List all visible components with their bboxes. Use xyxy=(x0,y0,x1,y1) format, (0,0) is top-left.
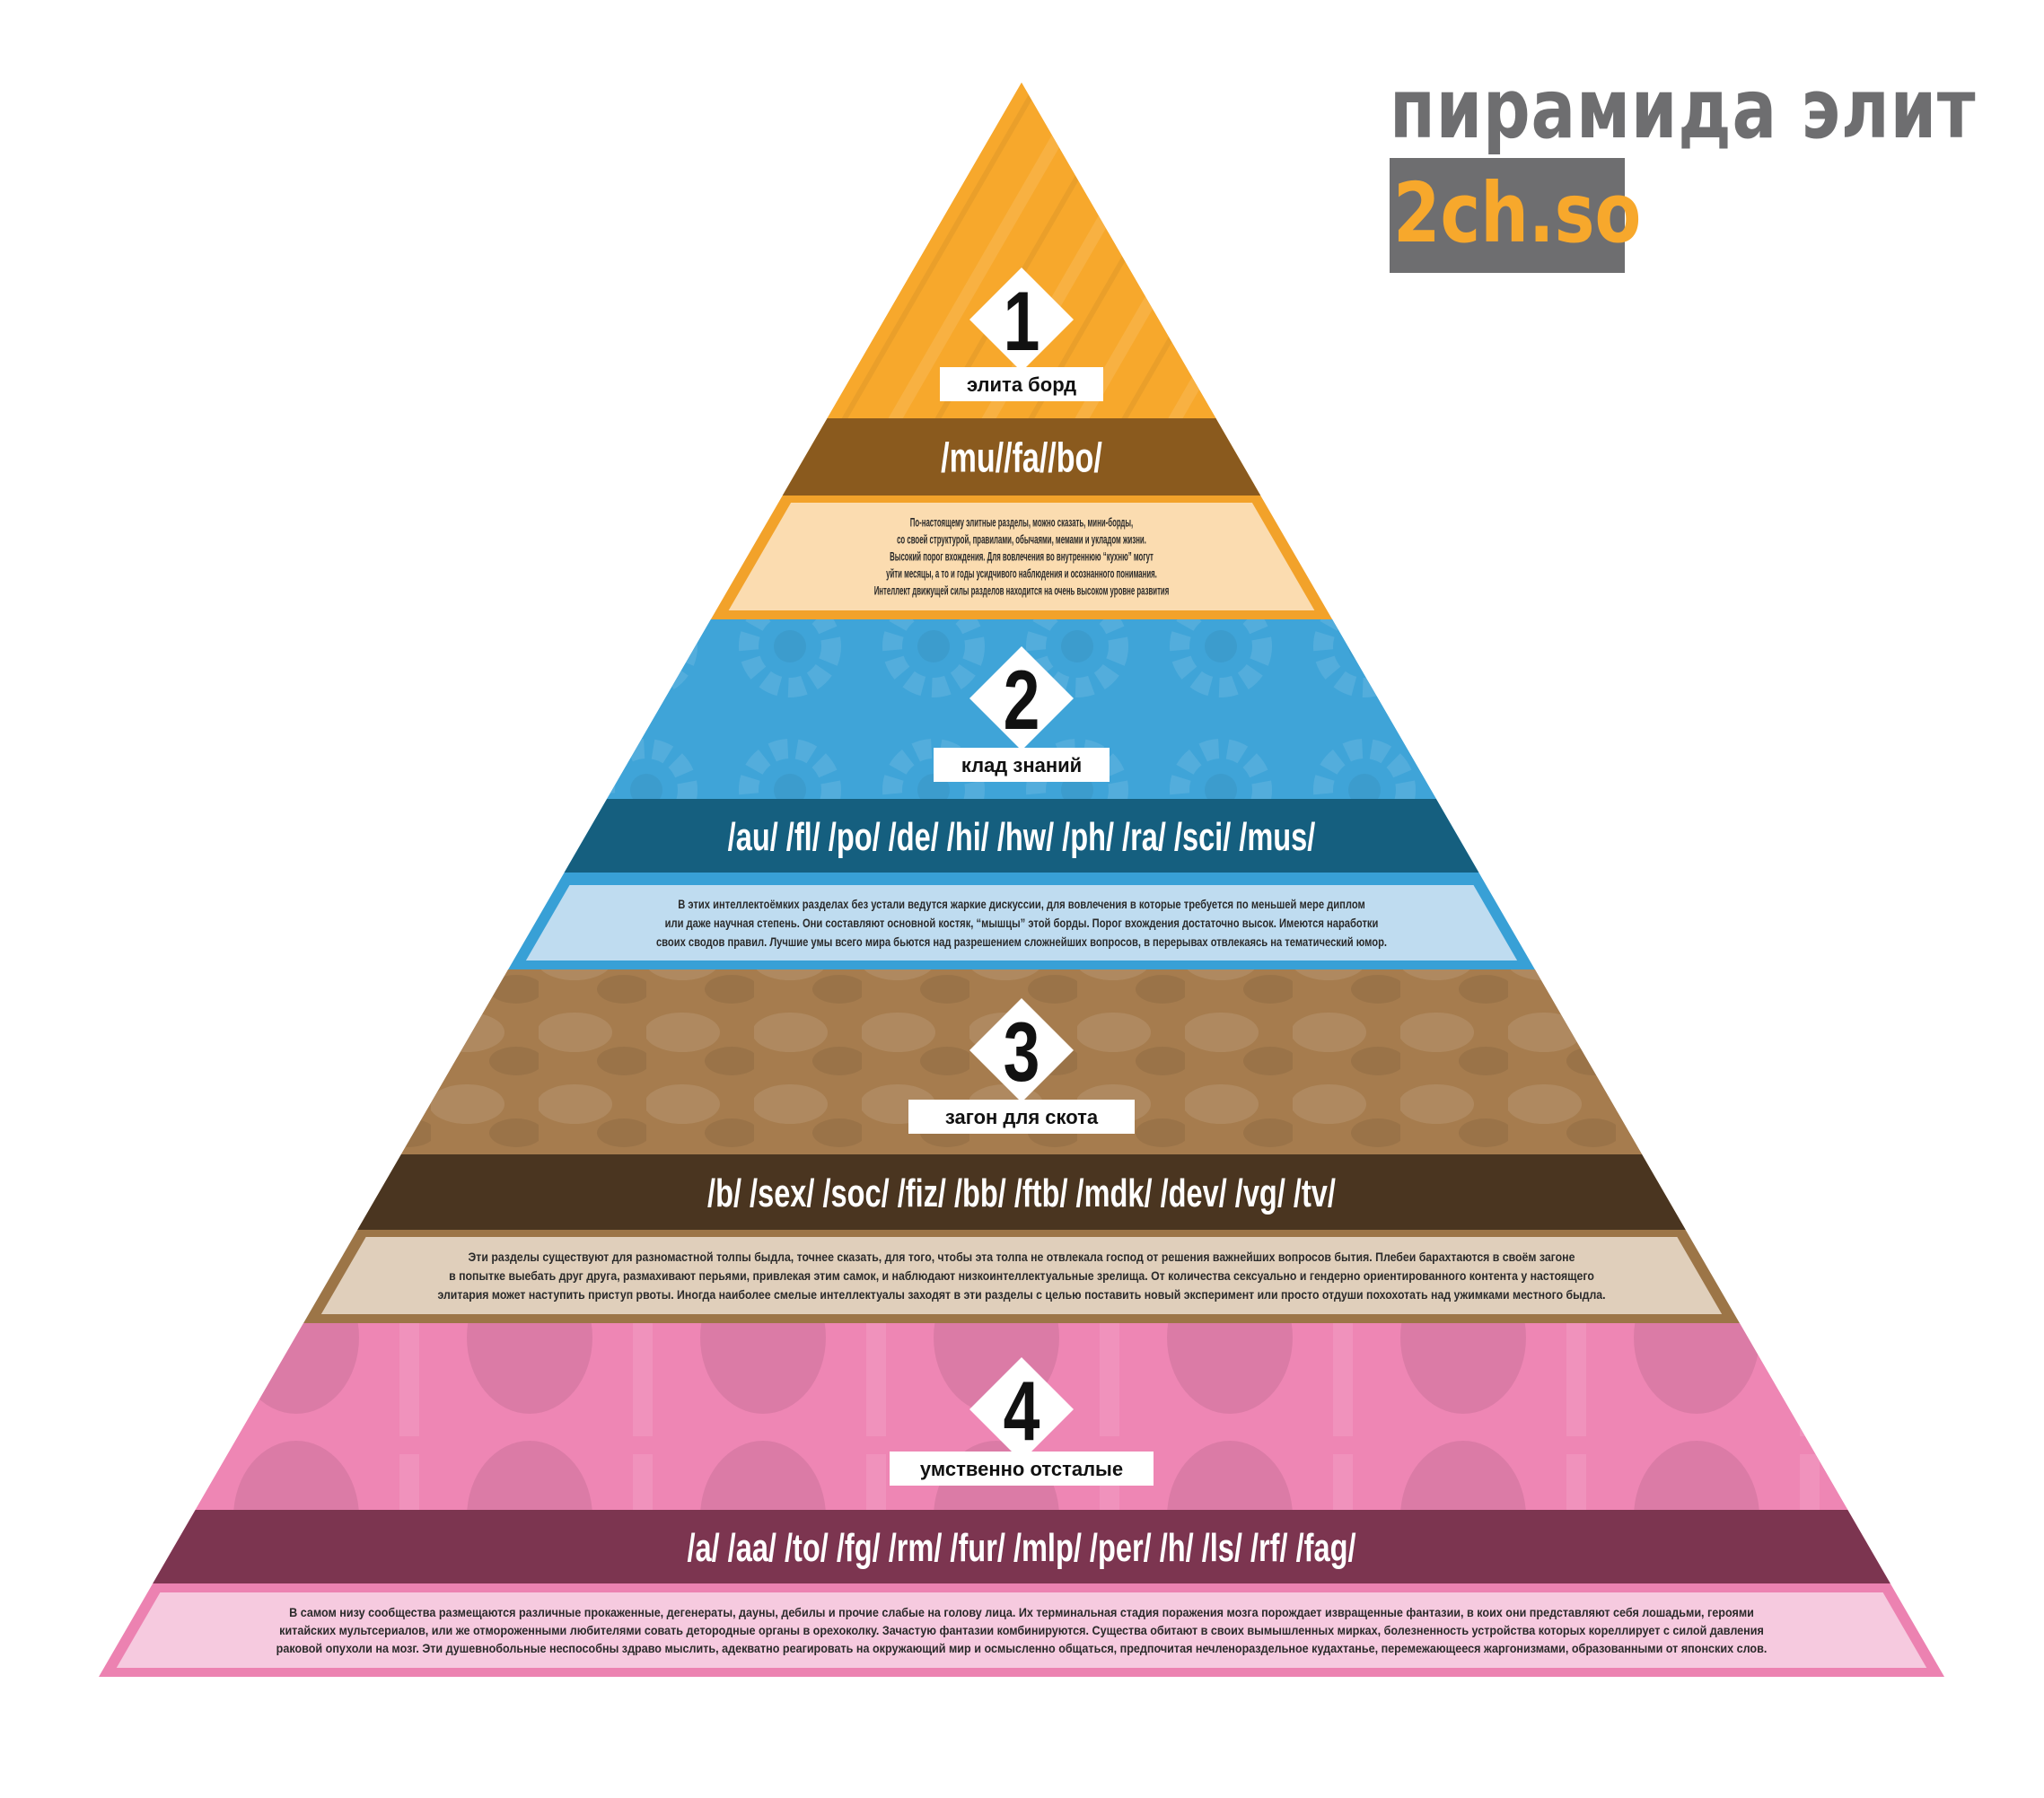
boards-band xyxy=(357,1154,1686,1230)
tier-label-box xyxy=(890,1452,1154,1486)
tier-label: элита борд xyxy=(967,373,1076,396)
description-panel xyxy=(728,503,1315,610)
tier-3: 3 загон для скота/b/ /sex/ /soc/ /fiz/ /b… xyxy=(303,969,1740,1323)
tier-label: умственно отсталые xyxy=(920,1458,1123,1480)
description-line: В самом низу сообщества размещаются разл… xyxy=(289,1605,1754,1619)
tier-description: По-настоящему элитные разделы, можно ска… xyxy=(874,517,1170,599)
brand-site-box xyxy=(1390,158,1625,273)
description-line: По-настоящему элитные разделы, можно ска… xyxy=(910,517,1134,531)
tier-texture xyxy=(827,83,1216,418)
description-line: Эти разделы существуют для разномастной … xyxy=(469,1250,1575,1264)
tier-number-diamond xyxy=(969,268,1074,372)
tier-number-diamond xyxy=(969,998,1074,1102)
tier-label-box xyxy=(908,1100,1135,1134)
tier-number: 2 xyxy=(1004,653,1040,747)
description-line: в попытке выебать друг друга, размахиваю… xyxy=(449,1268,1594,1283)
boards-band xyxy=(782,418,1261,496)
description-line: Интеллект движущей силы разделов находит… xyxy=(874,585,1170,599)
description-line: элитария может наступить приступ рвоты. … xyxy=(437,1287,1605,1302)
tier-1: 1 элита борд/mu//fa//bo/По-настоящему эли… xyxy=(710,83,1333,619)
brand-title: пирамида элит xyxy=(1390,61,1977,157)
tier-number-diamond xyxy=(969,1357,1074,1461)
tier-number: 1 xyxy=(1004,274,1040,368)
boards-band xyxy=(564,799,1479,873)
tier-description: В самом низу сообщества размещаются разл… xyxy=(276,1605,1768,1655)
description-line: или даже научная степень. Они составляют… xyxy=(665,917,1379,930)
description-line: китайских мультсериалов, или же отмороже… xyxy=(279,1623,1764,1637)
description-panel xyxy=(116,1592,1927,1668)
tier-number-diamond xyxy=(969,646,1074,750)
description-panel xyxy=(320,1237,1723,1314)
description-line: со своей структурой, правилами, обычаями… xyxy=(897,534,1146,548)
brand-site: 2ch.so xyxy=(1393,165,1642,261)
tier-boards: /b/ /sex/ /soc/ /fiz/ /bb/ /ftb/ /mdk/ /… xyxy=(707,1171,1336,1215)
tier-boards: /au/ /fl/ /po/ /de/ /hi/ /hw/ /ph/ /ra/ … xyxy=(728,815,1316,859)
tier-2: 2 клад знаний/au/ /fl/ /po/ /de/ /hi/ /hw… xyxy=(508,619,1535,969)
tier-description: В этих интеллектоёмких разделах без уста… xyxy=(656,898,1387,949)
description-panel xyxy=(525,885,1518,960)
tier-boards: /a/ /aa/ /to/ /fg/ /rm/ /fur/ /mlp/ /per… xyxy=(687,1526,1355,1570)
description-line: Высокий порог вхождения. Для вовлечения … xyxy=(890,551,1154,565)
description-line: раковой опухоли на мозг. Эти душевноболь… xyxy=(276,1641,1768,1655)
tier-description: Эти разделы существуют для разномастной … xyxy=(437,1250,1605,1302)
tier-label-box xyxy=(934,748,1110,782)
tier-label-box xyxy=(940,367,1103,401)
boards-band xyxy=(153,1510,1890,1583)
tier-number: 4 xyxy=(1004,1364,1040,1458)
tier-label: клад знаний xyxy=(961,754,1082,776)
description-line: своих сводов правил. Лучшие умы всего ми… xyxy=(656,935,1387,949)
description-line: В этих интеллектоёмких разделах без уста… xyxy=(678,898,1365,911)
tier-label: загон для скота xyxy=(945,1106,1099,1128)
description-line: уйти месяцы, а то и годы усидчивого набл… xyxy=(886,568,1157,582)
tier-number: 3 xyxy=(1004,1004,1040,1099)
tier-boards: /mu//fa//bo/ xyxy=(941,434,1102,480)
